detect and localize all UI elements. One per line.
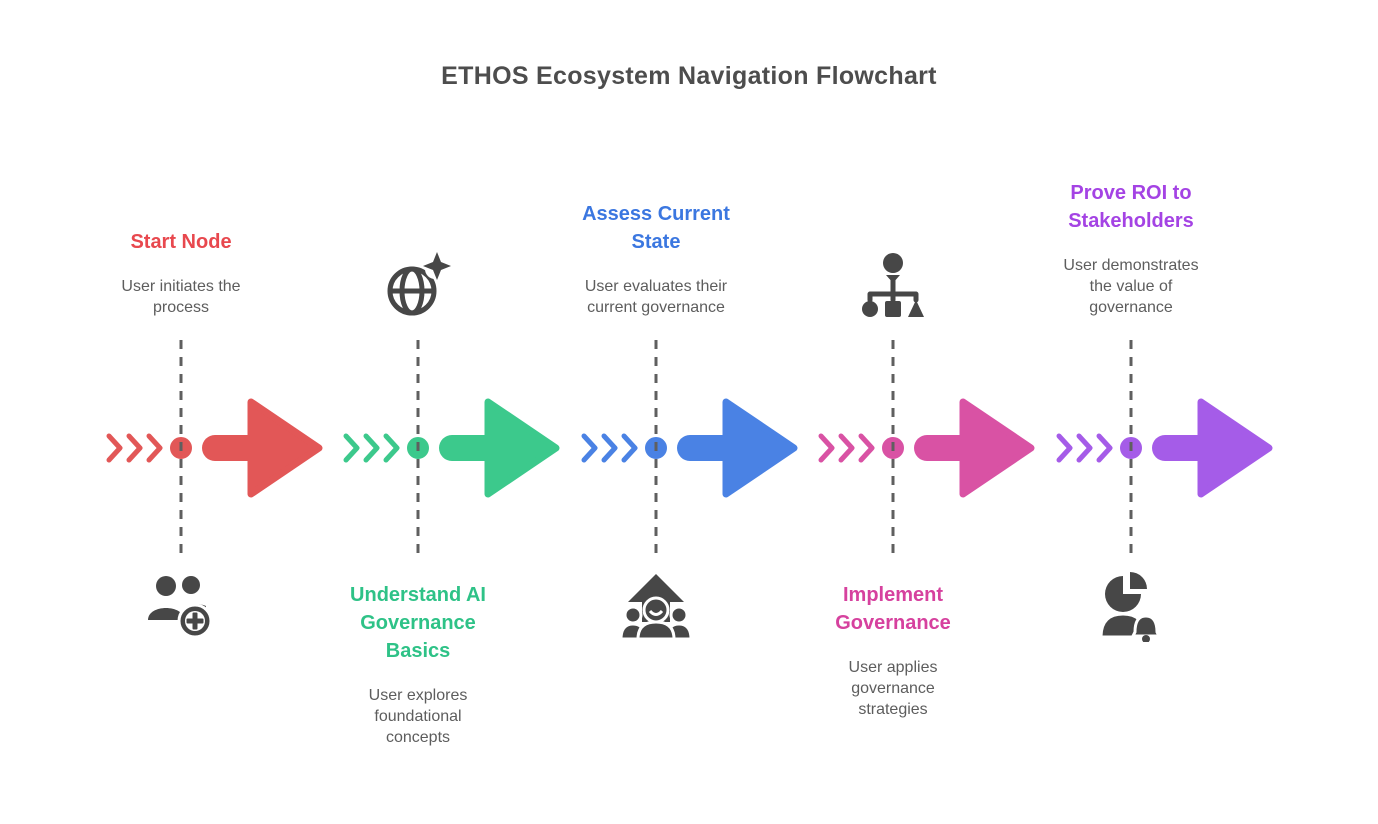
stage-implement-governance: Implement Governance User applies govern…: [781, 0, 1039, 824]
stage-text-block: Understand AI Governance Basics User exp…: [306, 581, 530, 748]
stage-understand-basics: Understand AI Governance Basics User exp…: [306, 0, 564, 824]
stage-title: Prove ROI to Stakeholders: [1068, 182, 1194, 232]
dashed-connector: [179, 340, 183, 558]
flow-arrow: [1054, 394, 1277, 502]
stage-start-node: Start Node User initiates the process: [69, 0, 327, 824]
globe-sparkle-icon: [382, 250, 454, 322]
stage-title: Start Node: [130, 231, 232, 253]
stage-prove-roi: Prove ROI to Stakeholders User demonstra…: [1019, 0, 1277, 824]
stage-text-block: Assess Current State User evaluates thei…: [544, 200, 768, 318]
stage-description: User explores foundational concepts: [368, 687, 468, 746]
flow-arrow: [104, 394, 327, 502]
dashed-connector: [1129, 340, 1133, 558]
dashed-connector: [416, 340, 420, 558]
stage-title: Implement Governance: [835, 584, 951, 634]
stage-text-block: Start Node User initiates the process: [69, 228, 293, 318]
pie-person-bell-icon: [1095, 570, 1167, 642]
dashed-connector: [654, 340, 658, 558]
stage-text-block: Implement Governance User applies govern…: [781, 581, 1005, 720]
stage-assess-current-state: Assess Current State User evaluates thei…: [544, 0, 802, 824]
flow-arrow: [341, 394, 564, 502]
stage-description: User applies governance strategies: [848, 659, 938, 718]
stage-description: User initiates the process: [121, 278, 241, 316]
stage-text-block: Prove ROI to Stakeholders User demonstra…: [1019, 179, 1243, 318]
flow-arrow: [816, 394, 1039, 502]
growth-team-icon: [620, 570, 692, 642]
flow-arrow: [579, 394, 802, 502]
page-title: ETHOS Ecosystem Navigation Flowchart: [441, 62, 937, 90]
dashed-connector: [891, 340, 895, 558]
hierarchy-icon: [857, 250, 929, 322]
stage-description: User demonstrates the value of governanc…: [1063, 257, 1199, 316]
add-user-icon: [145, 570, 217, 642]
stage-title: Assess Current State: [582, 203, 730, 253]
stage-title: Understand AI Governance Basics: [350, 584, 486, 662]
stage-description: User evaluates their current governance: [584, 278, 728, 316]
